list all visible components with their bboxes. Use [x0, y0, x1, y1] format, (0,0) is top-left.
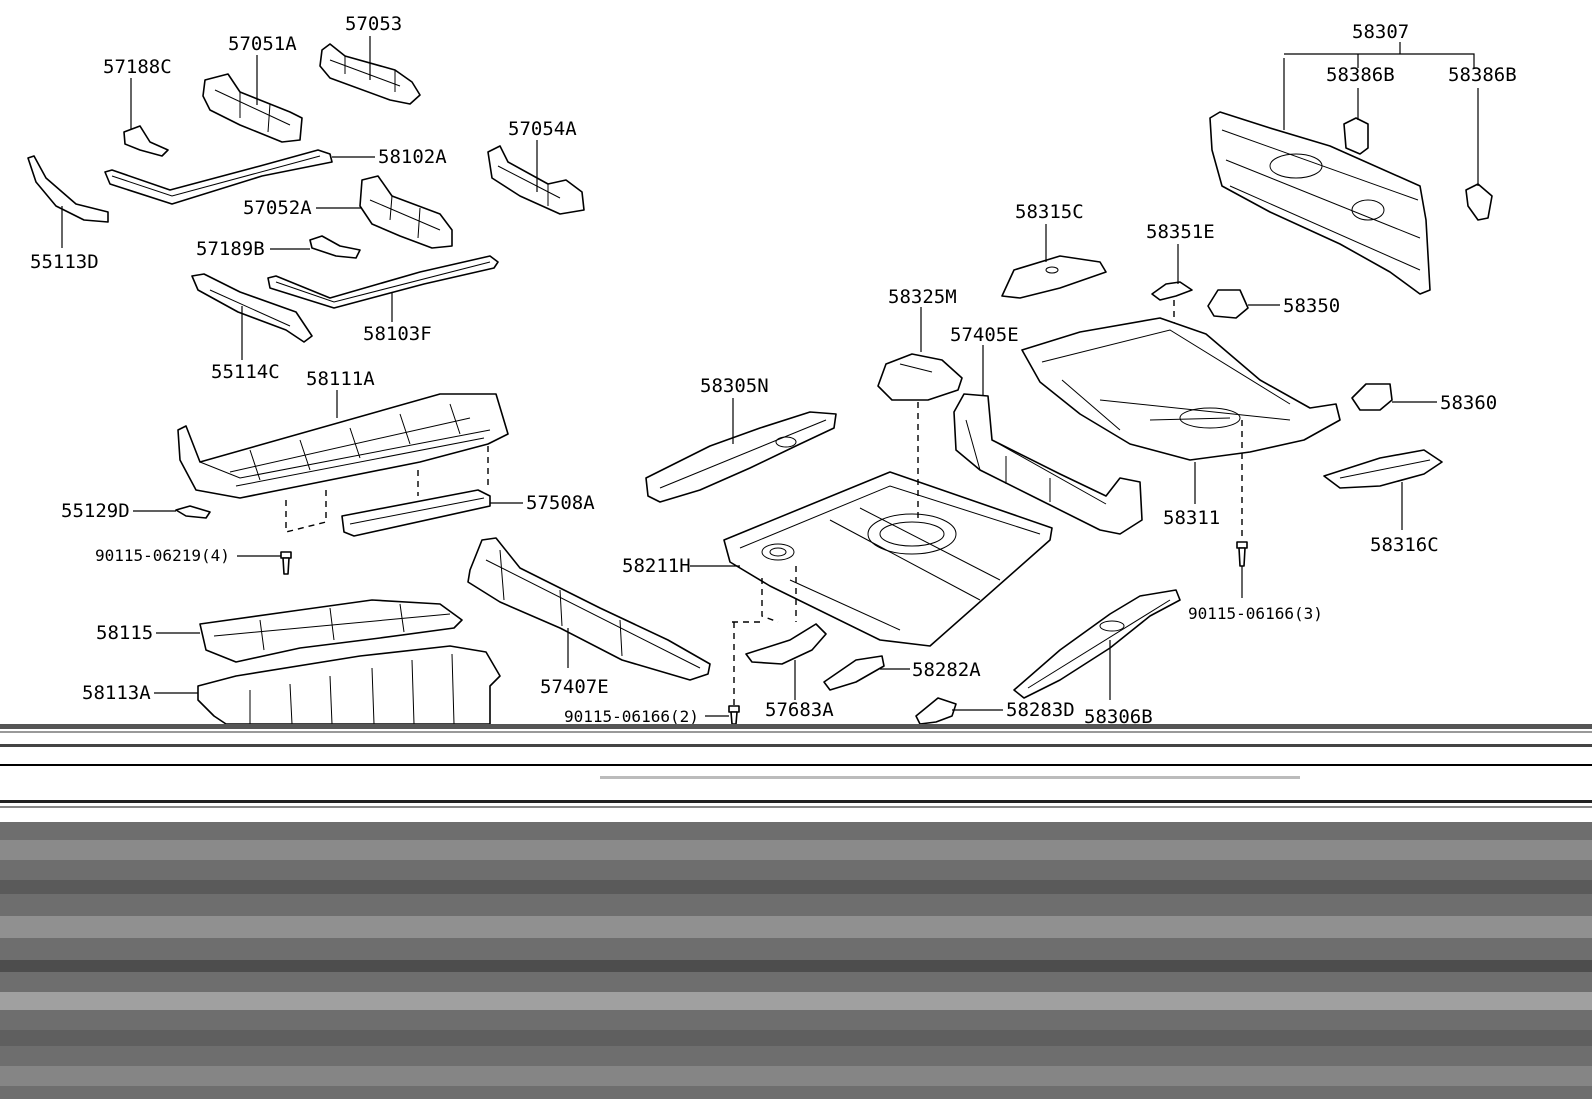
part-58115-shape[interactable]: [199, 599, 463, 663]
part-58283D-shape[interactable]: [915, 697, 957, 725]
part-58316C-shape[interactable]: [1323, 449, 1443, 489]
corrupted-image-band: [0, 724, 1592, 1099]
label-55129D[interactable]: 55129D: [61, 500, 130, 522]
bolt-90115-06166-2-shape[interactable]: [728, 705, 740, 725]
label-58282A[interactable]: 58282A: [912, 659, 981, 681]
part-57405E-shape[interactable]: [953, 393, 1143, 535]
label-58305N[interactable]: 58305N: [700, 375, 769, 397]
part-58315C-shape[interactable]: [1001, 255, 1107, 299]
label-58350[interactable]: 58350: [1283, 295, 1340, 317]
label-57683A[interactable]: 57683A: [765, 699, 834, 721]
part-58351E-shape[interactable]: [1151, 281, 1193, 301]
dashed-guides-58211H: [732, 566, 797, 708]
part-58102A-shape[interactable]: [104, 149, 333, 205]
part-58307-shape[interactable]: [1209, 111, 1431, 295]
label-58211H[interactable]: 58211H: [622, 555, 691, 577]
label-57188C[interactable]: 57188C: [103, 56, 172, 78]
label-57054A[interactable]: 57054A: [508, 118, 577, 140]
label-90115-06166-2[interactable]: 90115-06166(2): [564, 707, 699, 726]
leader-58307: [1283, 42, 1475, 130]
part-57054A-shape[interactable]: [487, 145, 585, 215]
part-57051A-shape[interactable]: [202, 73, 303, 143]
part-58386B-left-shape[interactable]: [1343, 117, 1369, 155]
label-58115[interactable]: 58115: [96, 622, 153, 644]
label-90115-06219[interactable]: 90115-06219(4): [95, 546, 230, 565]
label-55113D[interactable]: 55113D: [30, 251, 99, 273]
part-57052A-shape[interactable]: [359, 175, 453, 249]
part-58113A-shape[interactable]: [197, 645, 501, 725]
label-90115-06166-3[interactable]: 90115-06166(3): [1188, 604, 1323, 623]
label-55114C[interactable]: 55114C: [211, 361, 280, 383]
label-57508A[interactable]: 57508A: [526, 492, 595, 514]
part-58282A-shape[interactable]: [823, 655, 885, 691]
label-58102A[interactable]: 58102A: [378, 146, 447, 168]
bolt-90115-06166-3-shape[interactable]: [1236, 541, 1248, 567]
label-57189B[interactable]: 57189B: [196, 238, 265, 260]
bolt-90115-06219-shape[interactable]: [280, 551, 292, 575]
label-58311[interactable]: 58311: [1163, 507, 1220, 529]
part-55129D-shape[interactable]: [175, 505, 211, 519]
label-58307[interactable]: 58307: [1352, 21, 1409, 43]
part-58350-shape[interactable]: [1207, 289, 1249, 319]
part-57188C-shape[interactable]: [123, 125, 169, 157]
label-58351E[interactable]: 58351E: [1146, 221, 1215, 243]
dashed-guides-58111A: [285, 446, 489, 533]
label-58316C[interactable]: 58316C: [1370, 534, 1439, 556]
label-57051A[interactable]: 57051A: [228, 33, 297, 55]
label-57053[interactable]: 57053: [345, 13, 402, 35]
label-58113A[interactable]: 58113A: [82, 682, 151, 704]
label-58315C[interactable]: 58315C: [1015, 201, 1084, 223]
part-58211H-shape[interactable]: [723, 471, 1053, 647]
part-55113D-shape[interactable]: [27, 155, 109, 223]
part-58360-shape[interactable]: [1351, 383, 1393, 411]
part-57189B-shape[interactable]: [309, 235, 361, 259]
label-58386B-right[interactable]: 58386B: [1448, 64, 1517, 86]
part-57407E-shape[interactable]: [467, 537, 711, 681]
label-58325M[interactable]: 58325M: [888, 286, 957, 308]
label-57405E[interactable]: 57405E: [950, 324, 1019, 346]
label-58386B-left[interactable]: 58386B: [1326, 64, 1395, 86]
label-58283D[interactable]: 58283D: [1006, 699, 1075, 721]
label-58111A[interactable]: 58111A: [306, 368, 375, 390]
part-58111A-shape[interactable]: [177, 393, 509, 499]
part-58386B-right-shape[interactable]: [1465, 183, 1493, 221]
part-58103F-shape[interactable]: [267, 255, 499, 309]
part-58311-shape[interactable]: [1021, 317, 1341, 461]
label-58360[interactable]: 58360: [1440, 392, 1497, 414]
part-58305N-shape[interactable]: [645, 411, 837, 503]
part-57508A-shape[interactable]: [341, 489, 491, 537]
label-58103F[interactable]: 58103F: [363, 323, 432, 345]
label-57407E[interactable]: 57407E: [540, 676, 609, 698]
part-58306B-shape[interactable]: [1013, 589, 1181, 699]
label-57052A[interactable]: 57052A: [243, 197, 312, 219]
part-58325M-shape[interactable]: [877, 353, 963, 401]
label-58306B[interactable]: 58306B: [1084, 706, 1153, 728]
part-57683A-shape[interactable]: [745, 623, 827, 665]
part-55114C-shape[interactable]: [191, 273, 313, 343]
